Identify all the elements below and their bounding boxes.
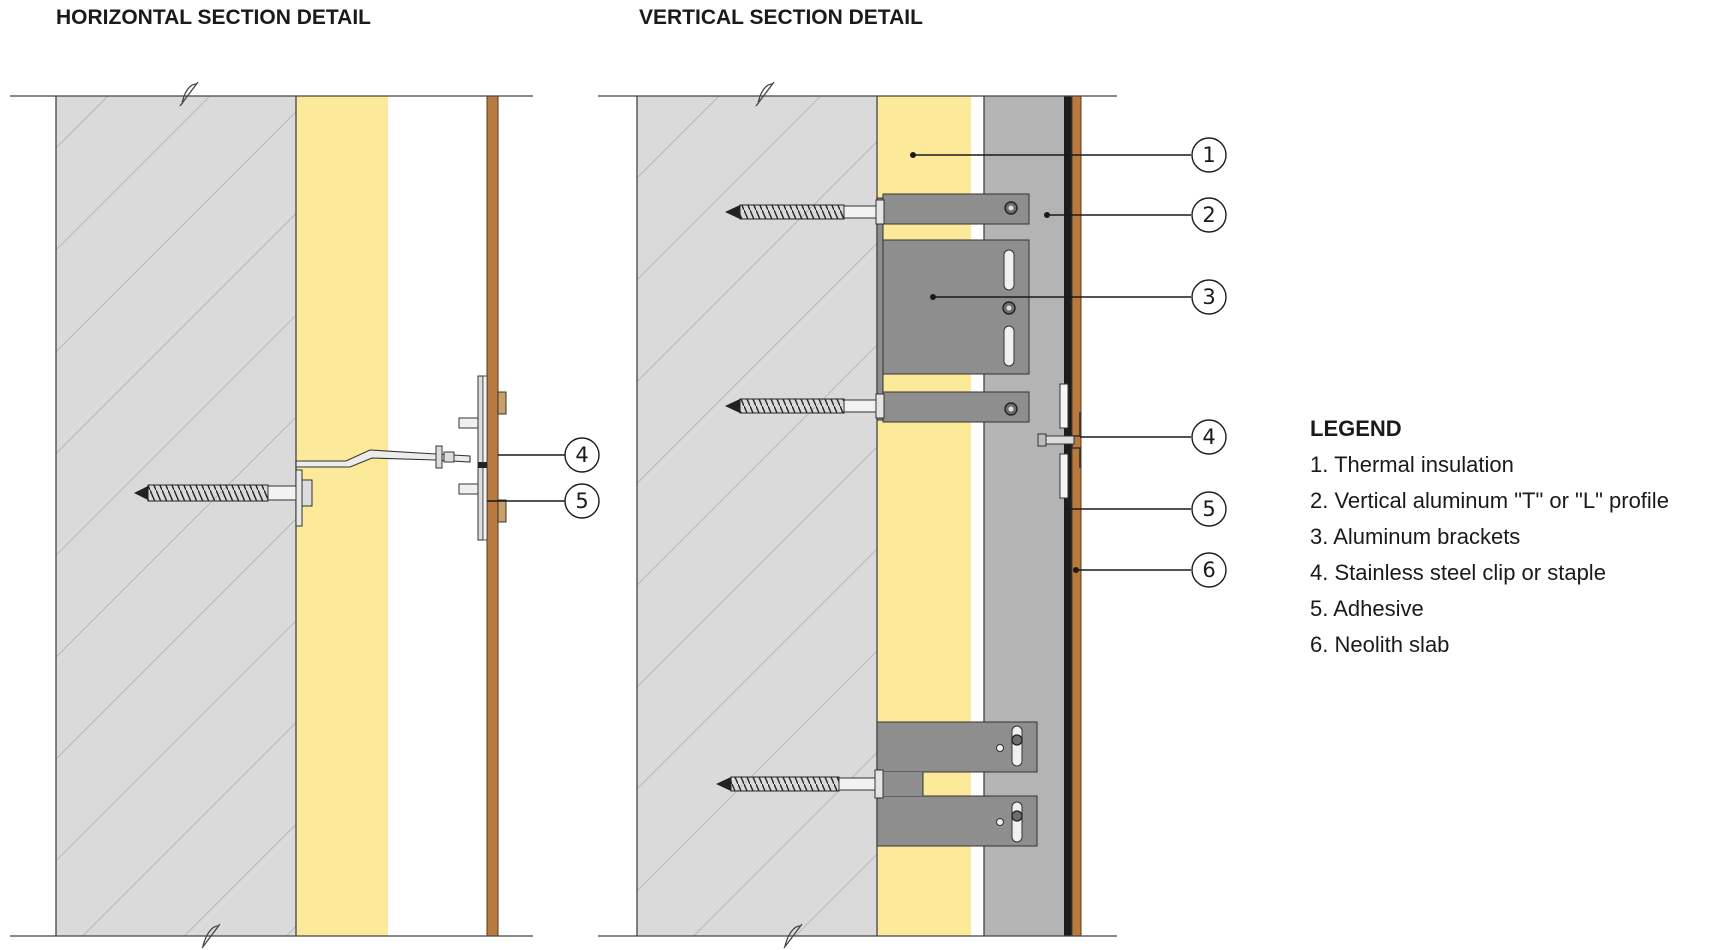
v-neolith-slab [1071,95,1082,937]
v-callout-5: 5 [1064,491,1227,527]
h-callout-5-number: 5 [575,489,588,513]
v-callout-2-number: 2 [1202,203,1215,227]
legend-item-6: 6. Neolith slab [1310,632,1449,657]
h-concrete-hatch [56,96,296,936]
legend-item-3: 3. Aluminum brackets [1310,524,1520,549]
legend-item-2: 2. Vertical aluminum "T" or "L" profile [1310,488,1669,513]
v-callout-5-number: 5 [1202,497,1215,521]
h-neolith-slab [486,95,499,937]
h-vertical-profile [458,375,507,541]
v-callout-3-number: 3 [1202,285,1215,309]
vertical-section: 1 2 3 4 5 6 [598,81,1227,949]
v-callout-6: 6 [1073,552,1227,588]
legend-item-1: 1. Thermal insulation [1310,452,1514,477]
v-callout-1: 1 [910,137,1227,173]
legend-item-4: 4. Stainless steel clip or staple [1310,560,1606,585]
v-callout-4-number: 4 [1202,425,1215,449]
h-callout-4: 4 [498,437,600,473]
v-concrete-hatch [637,96,877,936]
v-anchor-screw-3 [716,769,884,799]
horizontal-section-heading: HORIZONTAL SECTION DETAIL [56,6,371,29]
v-callout-2: 2 [1044,197,1227,233]
v-callout-1-number: 1 [1202,143,1215,167]
v-bracket-lower [876,721,1038,847]
h-callout-4-number: 4 [575,443,588,467]
v-anchor-screw-1 [725,199,885,225]
v-bracket-upper [876,193,1030,423]
vertical-section-heading: VERTICAL SECTION DETAIL [639,6,923,29]
legend-item-5: 5. Adhesive [1310,596,1424,621]
v-stainless-clip [1037,383,1081,499]
v-callout-6-number: 6 [1202,558,1215,582]
h-callout-5: 5 [487,483,600,519]
h-anchor-screw [134,469,313,527]
legend-title: LEGEND [1310,416,1402,441]
h-insulation [296,96,388,936]
v-callout-4: 4 [1080,419,1227,455]
v-anchor-screw-2 [725,393,885,419]
legend: LEGEND 1. Thermal insulation 2. Vertical… [1310,416,1669,657]
horizontal-section: 4 5 [10,81,600,949]
v-adhesive-layer [1064,96,1072,936]
v-callout-3: 3 [930,279,1227,315]
h-bracket-arm [295,445,471,469]
